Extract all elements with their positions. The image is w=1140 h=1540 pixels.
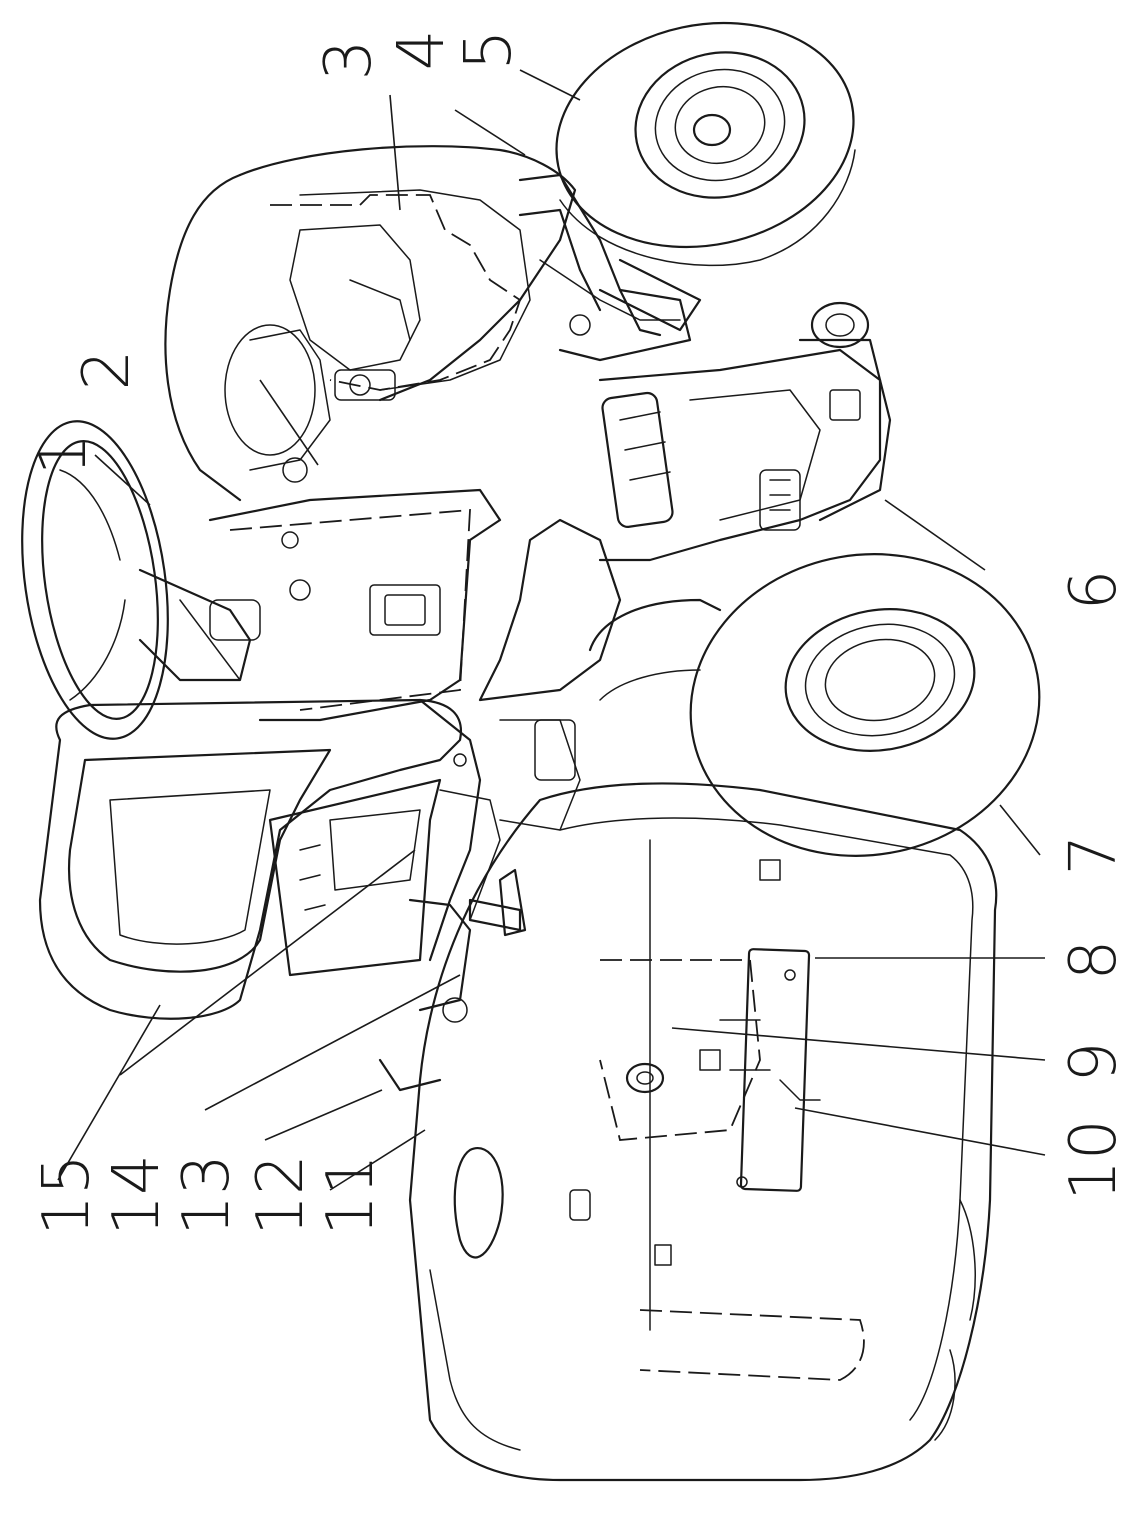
rear-body bbox=[408, 782, 998, 1482]
leader-lines bbox=[57, 69, 1046, 1191]
callout-2: 2 bbox=[70, 350, 144, 391]
seat-frame bbox=[378, 698, 501, 1092]
callout-11: 11 bbox=[314, 1154, 388, 1235]
hood-outline bbox=[164, 145, 577, 502]
center-frame bbox=[468, 518, 622, 932]
fuel-tank bbox=[224, 324, 331, 471]
callout-8: 8 bbox=[1057, 940, 1131, 981]
callout-5: 5 bbox=[452, 30, 526, 71]
callout-13: 13 bbox=[170, 1154, 244, 1235]
callout-10: 10 bbox=[1057, 1119, 1131, 1200]
callout-1: 1 bbox=[27, 435, 101, 476]
callout-7: 7 bbox=[1057, 835, 1131, 876]
callout-6: 6 bbox=[1057, 570, 1131, 611]
steering-wheel bbox=[21, 420, 261, 740]
rear-wheel bbox=[588, 553, 1041, 857]
callout-labels: 1 2 3 4 5 6 7 8 9 10 11 12 13 14 15 bbox=[27, 30, 1131, 1236]
callout-4: 4 bbox=[385, 30, 459, 71]
front-axle-frame bbox=[518, 173, 702, 362]
callout-3: 3 bbox=[312, 40, 386, 81]
seat bbox=[38, 698, 463, 1020]
callout-14: 14 bbox=[100, 1154, 174, 1235]
callout-9: 9 bbox=[1057, 1042, 1131, 1083]
mower-deck bbox=[598, 301, 892, 562]
callout-12: 12 bbox=[244, 1154, 318, 1235]
engine-block bbox=[270, 194, 522, 401]
front-wheel bbox=[555, 21, 856, 267]
dashboard-panel bbox=[208, 457, 502, 722]
callout-15: 15 bbox=[30, 1154, 104, 1235]
